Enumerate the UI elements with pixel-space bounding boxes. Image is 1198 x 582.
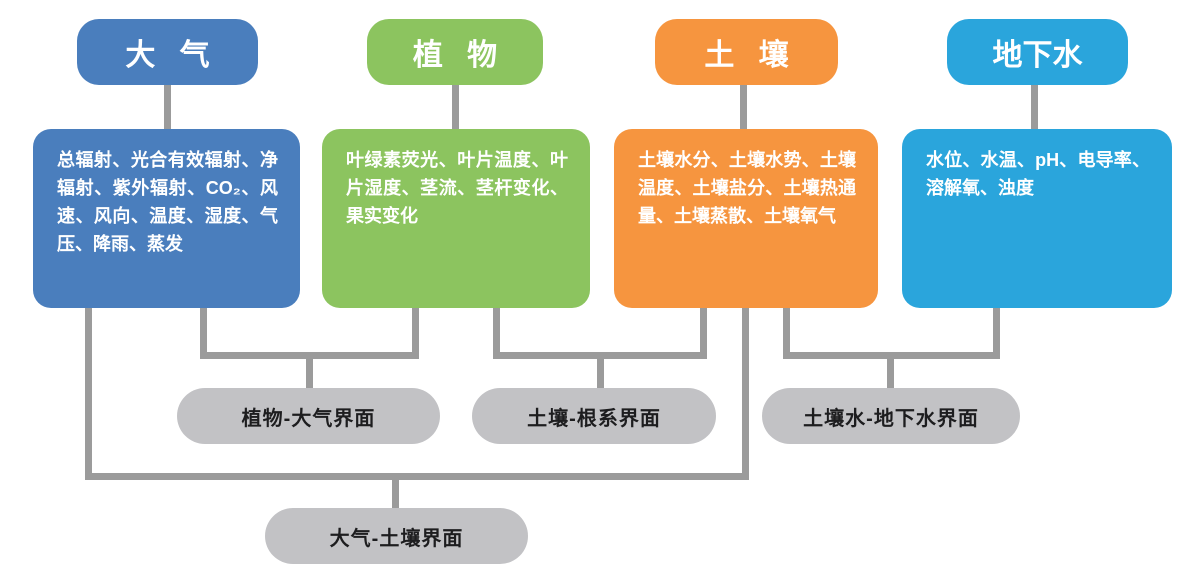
connector-line xyxy=(306,359,313,389)
connector-line xyxy=(783,308,790,359)
interface-soilwater-groundwater: 土壤水-地下水界面 xyxy=(762,388,1020,444)
node-atmosphere-params: 总辐射、光合有效辐射、净辐射、紫外辐射、CO₂、风速、风向、温度、湿度、气压、降… xyxy=(33,129,300,308)
connector-line xyxy=(85,473,749,480)
connector-line xyxy=(200,352,419,359)
connector-line xyxy=(742,308,749,480)
connector-line xyxy=(452,85,459,129)
connector-line xyxy=(700,308,707,359)
connector-line xyxy=(412,308,419,359)
node-groundwater-params: 水位、水温、pH、电导率、溶解氧、浊度 xyxy=(902,129,1172,308)
connector-line xyxy=(993,308,1000,359)
connector-line xyxy=(740,85,747,129)
node-plant-params: 叶绿素荧光、叶片温度、叶片湿度、茎流、茎杆变化、果实变化 xyxy=(322,129,590,308)
interface-soil-root: 土壤-根系界面 xyxy=(472,388,716,444)
interface-plant-atmosphere: 植物-大气界面 xyxy=(177,388,440,444)
node-soil-params: 土壤水分、土壤水势、土壤温度、土壤盐分、土壤热通量、土壤蒸散、土壤氧气 xyxy=(614,129,878,308)
connector-line xyxy=(887,359,894,389)
node-soil-header: 土 壤 xyxy=(655,19,838,85)
node-plant-header: 植 物 xyxy=(367,19,543,85)
connector-line xyxy=(200,308,207,359)
connector-line xyxy=(783,352,1000,359)
connector-line xyxy=(493,352,707,359)
connector-line xyxy=(493,308,500,359)
connector-line xyxy=(85,308,92,480)
interface-atmosphere-soil: 大气-土壤界面 xyxy=(265,508,528,564)
node-groundwater-header: 地下水 xyxy=(947,19,1128,85)
connector-line xyxy=(1031,85,1038,129)
connector-line xyxy=(392,480,399,509)
connector-line xyxy=(164,85,171,129)
node-atmosphere-header: 大 气 xyxy=(77,19,258,85)
connector-line xyxy=(597,359,604,389)
